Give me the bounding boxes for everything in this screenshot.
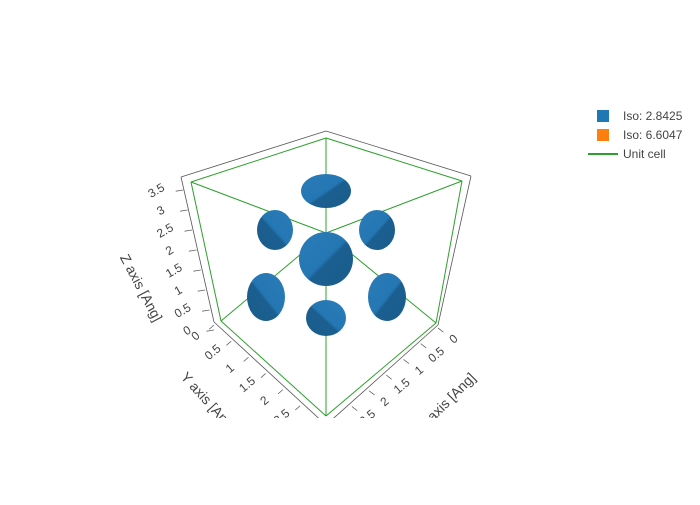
y-axis-tick xyxy=(208,324,215,330)
z-axis-tick xyxy=(188,249,197,252)
isosurface-blobs xyxy=(247,174,406,336)
z-axis-tick xyxy=(202,309,210,312)
z-axis-tick xyxy=(197,289,206,292)
y-axis-title: Y axis [Ang] xyxy=(178,369,240,435)
axis-ticks: 00.511.522.533.500.511.522.5300.511.522.… xyxy=(117,180,479,440)
legend-item-unit-cell[interactable]: Unit cell xyxy=(588,144,682,163)
x-axis-title: X axis [Ang] xyxy=(414,369,478,433)
isosurface-blob xyxy=(368,273,406,321)
x-axis-tick xyxy=(368,390,375,396)
legend-label: Iso: 2.8425 xyxy=(623,108,683,123)
y-axis-tick xyxy=(295,405,301,411)
z-axis-tick xyxy=(175,189,184,192)
x-axis-tick xyxy=(437,327,444,333)
isosurface-blob xyxy=(301,174,351,208)
x-axis-tick xyxy=(351,406,358,411)
isosurface-blob xyxy=(359,210,395,250)
z-axis-tick xyxy=(193,269,201,272)
x-axis-tick-label: 3 xyxy=(343,425,357,440)
box-edge xyxy=(325,130,472,177)
x-axis-tick-label: 2.5 xyxy=(356,406,378,428)
unit-cell-edge xyxy=(325,137,463,182)
x-axis-tick xyxy=(420,343,427,349)
legend-line xyxy=(588,152,618,155)
z-axis-tick-label: 2.5 xyxy=(154,220,176,241)
x-axis-tick xyxy=(403,359,410,364)
box-edge xyxy=(437,175,472,326)
box-edge xyxy=(180,176,215,323)
axis-box xyxy=(180,130,472,418)
z-axis-tick xyxy=(206,329,215,332)
legend-swatch xyxy=(597,109,609,122)
unit-cell-edge xyxy=(220,320,327,417)
legend-item-iso-1[interactable]: Iso: 2.8425 xyxy=(588,106,682,125)
x-axis-tick xyxy=(386,374,392,380)
box-edge xyxy=(213,321,319,418)
y-axis-tick-label: 0 xyxy=(188,328,202,343)
z-axis-tick xyxy=(180,209,188,212)
unit-cell-edge xyxy=(435,180,463,324)
unit-cell-edge xyxy=(325,180,463,234)
z-axis-tick-label: 0.5 xyxy=(172,300,194,321)
unit-cell-edge xyxy=(190,181,327,234)
x-axis-tick-label: 1.5 xyxy=(391,375,413,397)
legend-label: Unit cell xyxy=(623,146,666,161)
z-axis-tick-label: 1 xyxy=(172,283,185,299)
y-axis-tick xyxy=(226,340,232,346)
isosurface-blob xyxy=(299,232,353,286)
x-axis-tick xyxy=(335,422,340,426)
legend-item-iso-2[interactable]: Iso: 6.6047 xyxy=(588,125,682,144)
legend-swatch xyxy=(597,128,609,141)
y-axis-tick xyxy=(243,357,249,362)
y-axis-tick xyxy=(313,422,318,426)
isosurface-blob xyxy=(257,210,293,250)
x-axis-tick-label: 0 xyxy=(446,331,460,346)
x-axis-tick-label: 2 xyxy=(377,394,391,409)
z-axis-tick xyxy=(184,229,193,232)
y-axis-tick-label: 1.5 xyxy=(236,373,258,395)
legend-label: Iso: 6.6047 xyxy=(623,127,683,142)
z-axis-tick-label: 3.5 xyxy=(145,180,167,201)
box-edge xyxy=(180,130,327,178)
y-axis-tick xyxy=(260,373,266,378)
x-axis-tick-label: 1 xyxy=(412,363,426,378)
isosurface-blob xyxy=(247,273,285,321)
z-axis-tick-label: 2 xyxy=(163,243,176,259)
y-axis-tick-label: 2.5 xyxy=(271,406,293,428)
y-axis-tick-label: 3 xyxy=(292,425,306,440)
unit-cell-edge xyxy=(325,322,437,417)
isosurface-blob xyxy=(306,300,346,336)
y-axis-tick xyxy=(277,389,284,395)
legend: Iso: 2.8425 Iso: 6.6047 Unit cell xyxy=(588,106,682,163)
y-axis-tick-label: 0.5 xyxy=(202,341,224,363)
z-axis-tick-label: 1.5 xyxy=(163,260,185,281)
unit-cell-edge xyxy=(190,181,222,322)
x-axis-tick-label: 0.5 xyxy=(425,344,447,366)
unit-cell-edge xyxy=(190,137,327,183)
z-axis-tick-label: 3 xyxy=(154,203,167,219)
box-edge xyxy=(333,324,439,418)
z-axis-title: Z axis [Ang] xyxy=(117,251,166,324)
y-axis-tick-label: 1 xyxy=(223,361,237,376)
y-axis-tick-label: 2 xyxy=(257,393,271,408)
